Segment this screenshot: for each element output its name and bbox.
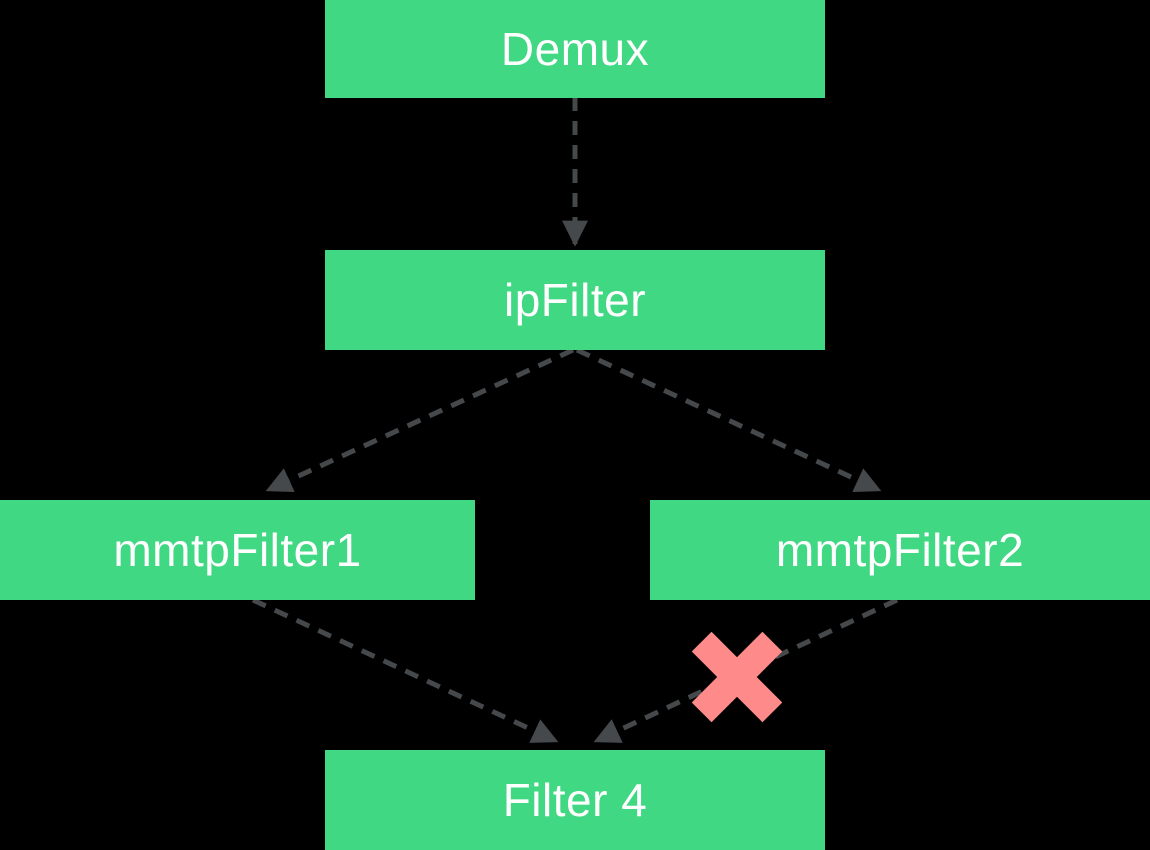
node-demux-label: Demux	[500, 23, 650, 75]
node-ipfilter-label: ipFilter	[503, 274, 647, 326]
node-mmtpfilter2-label: mmtpFilter2	[775, 524, 1025, 576]
node-ipfilter: ipFilter	[325, 250, 825, 350]
blocked-x-icon	[691, 631, 783, 723]
edge-mmtpfilter2-filter4	[593, 597, 899, 744]
node-mmtpfilter1-label: mmtpFilter1	[113, 524, 362, 576]
edge-ipfilter-mmtpfilter1	[265, 347, 575, 493]
node-filter4: Filter 4	[325, 750, 825, 850]
node-mmtpfilter2: mmtpFilter2	[650, 500, 1150, 600]
node-filter4-label: Filter 4	[502, 774, 648, 826]
node-demux: Demux	[325, 0, 825, 98]
edge-ipfilter-mmtpfilter2	[575, 347, 882, 493]
node-mmtpfilter1: mmtpFilter1	[0, 500, 475, 600]
edge-mmtpfilter1-filter4	[251, 597, 559, 744]
